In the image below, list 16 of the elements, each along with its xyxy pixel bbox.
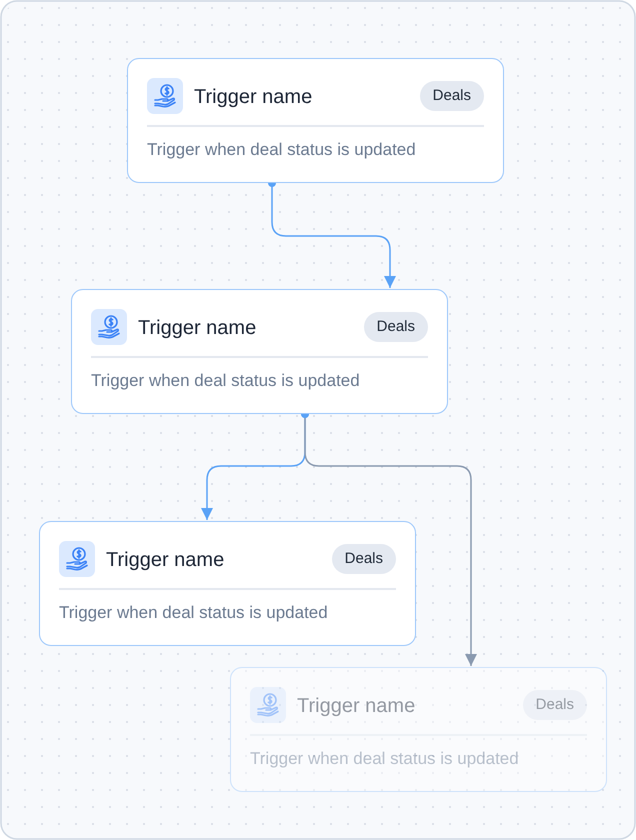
category-tag: Deals xyxy=(522,690,587,720)
card-title: Trigger name xyxy=(194,85,312,109)
card-description: Trigger when deal status is updated xyxy=(91,370,360,392)
card-title: Trigger name xyxy=(106,548,224,572)
card-title: Trigger name xyxy=(297,694,416,718)
card-description: Trigger when deal status is updated xyxy=(147,139,416,161)
category-tag: Deals xyxy=(332,544,396,574)
card-title: Trigger name xyxy=(138,316,256,340)
category-tag: Deals xyxy=(420,81,484,111)
card-description: Trigger when deal status is updated xyxy=(250,748,519,770)
category-tag: Deals xyxy=(364,312,428,342)
trigger-card xyxy=(230,667,607,792)
trigger-card xyxy=(127,58,504,183)
card-description: Trigger when deal status is updated xyxy=(59,602,328,624)
trigger-card xyxy=(39,521,416,646)
trigger-card xyxy=(71,289,448,414)
